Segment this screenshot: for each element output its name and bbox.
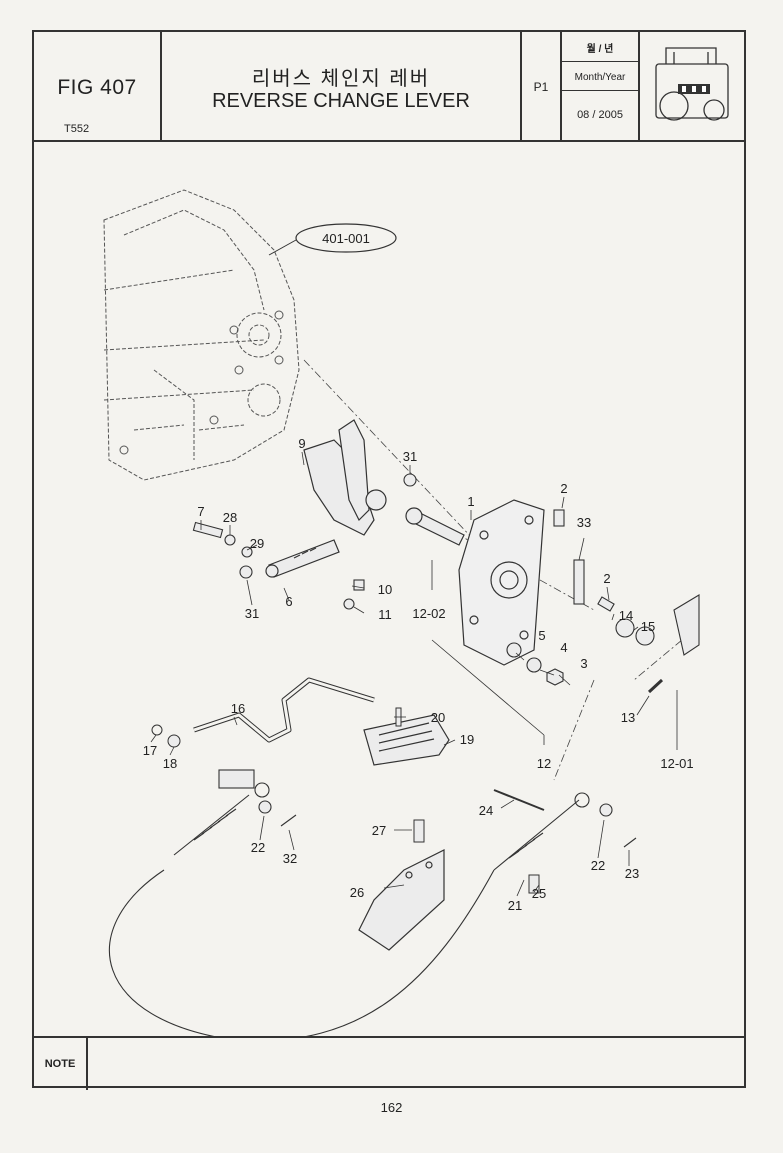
- date-cell: 월 / 년 Month/Year 08 / 2005: [562, 32, 640, 140]
- callout-6: 6: [285, 594, 292, 609]
- bolt: [528, 874, 540, 894]
- callout-2: 2: [603, 571, 610, 586]
- callout-17: 17: [143, 743, 157, 758]
- callout-19: 19: [460, 732, 474, 747]
- month-year-korean: 월 / 년: [586, 44, 614, 55]
- hardware: [192, 473, 700, 694]
- callout-33: 33: [577, 515, 591, 530]
- model-label: T552: [64, 123, 90, 135]
- callout-22: 22: [591, 858, 605, 873]
- shift-fork: [303, 419, 387, 536]
- page-code-cell: P1: [522, 32, 562, 140]
- bolt: [413, 819, 425, 843]
- callout-12: 12: [537, 756, 551, 771]
- ref-oval: [295, 223, 397, 253]
- title-korean: 리버스 체인지 레버: [251, 68, 431, 90]
- washer: [167, 734, 181, 748]
- pedal-bracket: [218, 769, 255, 789]
- callout-31: 31: [403, 449, 417, 464]
- callout-5: 5: [538, 628, 545, 643]
- callout-31: 31: [245, 606, 259, 621]
- callout-3: 3: [580, 656, 587, 671]
- cable: [109, 782, 637, 1036]
- callout-32: 32: [283, 851, 297, 866]
- date-value: 08 / 2005: [577, 109, 623, 121]
- callout-9: 9: [298, 436, 305, 451]
- leader-lines: [150, 451, 678, 897]
- callout-15: 15: [641, 619, 655, 634]
- fig-cell: FIG 407 T552: [34, 32, 162, 140]
- callout-26: 26: [350, 885, 364, 900]
- tractor-icon: [655, 47, 729, 121]
- callout-14: 14: [619, 608, 633, 623]
- callout-22: 22: [251, 840, 265, 855]
- callout-21: 21: [508, 898, 522, 913]
- callout-23: 23: [625, 866, 639, 881]
- callout-16: 16: [231, 701, 245, 716]
- note-row: NOTE: [34, 1036, 744, 1090]
- title-english: REVERSE CHANGE LEVER: [212, 90, 470, 112]
- ring: [151, 724, 163, 736]
- housing-bolts: [119, 310, 284, 455]
- callout-2: 2: [560, 481, 567, 496]
- fig-label: FIG 407: [57, 76, 137, 99]
- month-year-english: Month/Year: [574, 72, 626, 83]
- callout-11: 11: [378, 607, 392, 622]
- page-code: P1: [533, 80, 549, 94]
- callout-18: 18: [163, 756, 177, 771]
- callouts: 1 2 2 3 4 5 6 7 9 10 11 12 12-01 12-02 1…: [143, 436, 694, 913]
- tractor-cell: [640, 32, 744, 140]
- lever-shaft: [405, 507, 465, 546]
- divider: [562, 61, 638, 62]
- pedal-arm-inner: [193, 678, 375, 742]
- housing-outline: [103, 189, 300, 481]
- callout-28: 28: [223, 510, 237, 525]
- shaft: [265, 539, 340, 578]
- header: FIG 407 T552 리버스 체인지 레버 REVERSE CHANGE L…: [34, 32, 744, 142]
- callout-12-01: 12-01: [660, 756, 693, 771]
- callout-12-02: 12-02: [412, 606, 445, 621]
- callout-13: 13: [621, 710, 635, 725]
- callout-1: 1: [467, 494, 474, 509]
- cable-bracket: [358, 849, 445, 951]
- callout-24: 24: [479, 803, 493, 818]
- callout-25: 25: [532, 886, 546, 901]
- note-label: NOTE: [34, 1038, 88, 1090]
- title-cell: 리버스 체인지 레버 REVERSE CHANGE LEVER: [162, 32, 522, 140]
- callout-29: 29: [250, 536, 264, 551]
- divider: [562, 90, 638, 91]
- callout-20: 20: [431, 710, 445, 725]
- page-number: 162: [380, 1100, 403, 1115]
- callout-4: 4: [560, 640, 567, 655]
- parts-sheet-frame: FIG 407 T552 리버스 체인지 레버 REVERSE CHANGE L…: [32, 30, 746, 1090]
- callout-27: 27: [372, 823, 386, 838]
- callout-10: 10: [378, 582, 392, 597]
- pedal-pad: [363, 714, 450, 766]
- parts-diagram: 401-001: [103, 189, 700, 1036]
- callout-7: 7: [197, 504, 204, 519]
- ref-label: 401-001: [322, 231, 370, 246]
- cover-plate: [458, 499, 545, 666]
- ref-leader: [268, 239, 297, 256]
